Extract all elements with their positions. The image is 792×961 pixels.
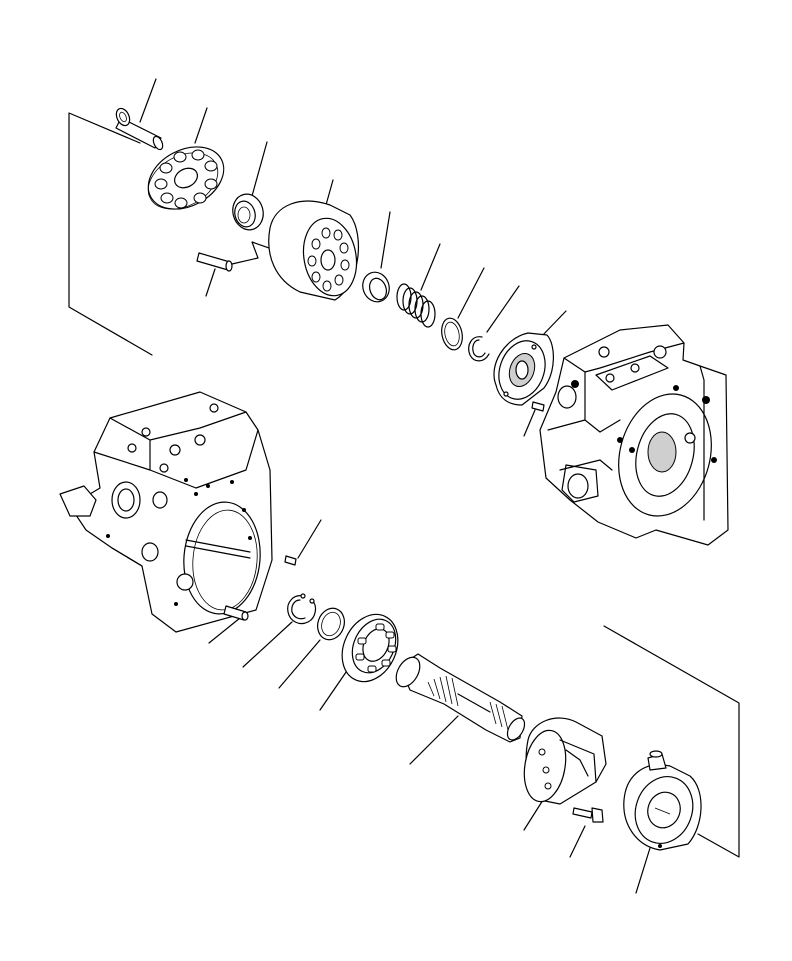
leader-spring [420,243,441,291]
leader-snap-ring [486,285,520,333]
snap-ring [468,336,490,362]
leader-knock-pin [208,617,241,644]
leader-spacer-ring [278,639,321,689]
valve-plate [493,332,554,406]
leader-valve-pin [523,409,536,437]
knock-pin [223,605,249,621]
retainer-plate [147,146,225,210]
leader-collar [380,211,391,269]
collar [362,271,390,303]
dowel-pin [196,252,233,272]
leader-case-pin [297,519,322,559]
leader-spherical-bushing [251,141,268,197]
pump-case [59,391,273,633]
shaft-snap-ring [287,593,317,625]
swash-plate [523,717,607,805]
valve-pin [531,401,545,412]
leader-shaft-snap-ring [242,621,293,668]
leader-drive-shaft [409,715,459,765]
leader-piston [139,78,157,123]
leader-retainer-plate [194,107,208,144]
bracket-top-left [68,112,153,356]
leader-support-cover [635,847,651,894]
leader-washer [457,267,485,319]
end-cap-assembly [539,324,729,546]
leader-dowel-pin [205,268,216,297]
support-cover [623,750,702,851]
spacer-ring [317,607,345,641]
cylinder-block [268,200,360,301]
drive-shaft [395,653,526,743]
washer [441,317,463,351]
leader-lines [68,78,740,894]
leader-swash-plate [523,799,544,831]
spherical-bushing [232,193,264,231]
spring [396,283,436,328]
case-pin [284,555,297,566]
leader-valve-plate [539,310,567,339]
roller-bearing [341,613,399,683]
bolt [572,807,604,823]
leader-bolt [569,825,586,858]
piston [115,107,164,151]
bracket-bottom-right [603,625,740,858]
